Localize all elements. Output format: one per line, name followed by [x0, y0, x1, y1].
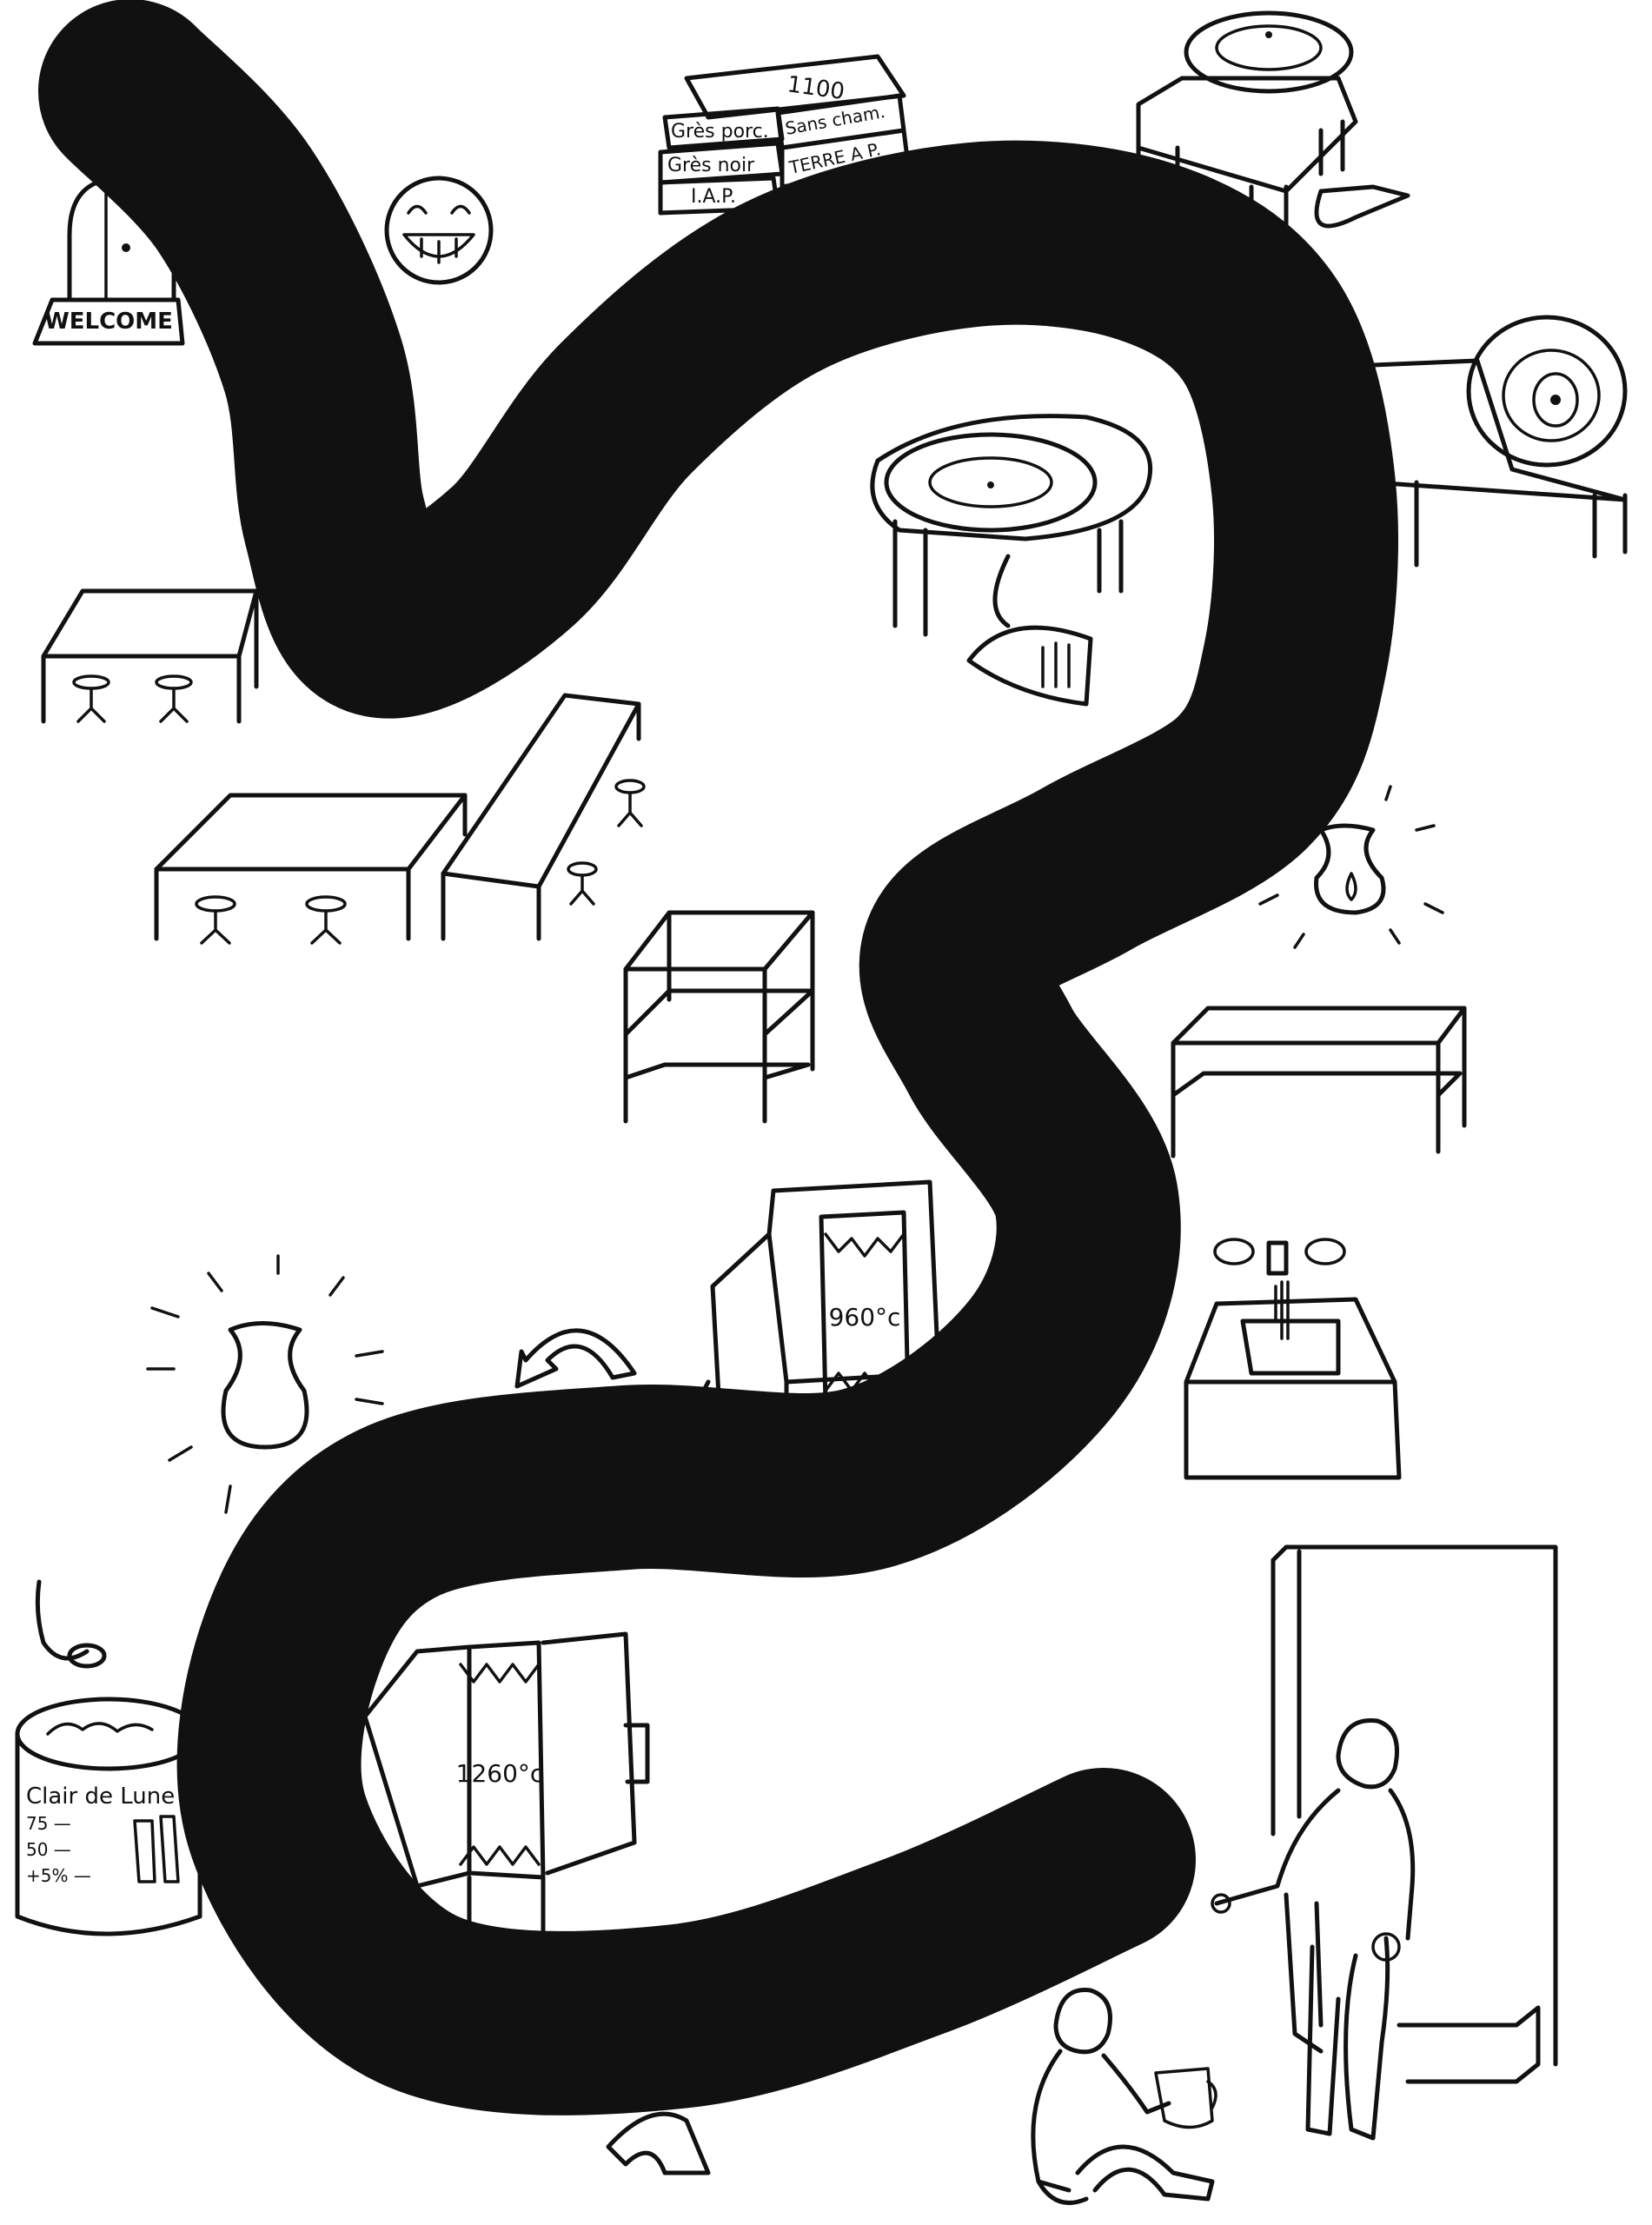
clay-slab-icon [606, 2111, 711, 2175]
glaze-bucket-line-2: 50 — [26, 1839, 71, 1860]
person-standing-icon [1211, 1718, 1416, 2141]
tables-with-stools-icon [154, 693, 646, 945]
square-18[interactable]: 18 [354, 1943, 447, 2029]
kiln-small-temperature: 960°c [829, 1303, 901, 1332]
curved-arrow-icon [514, 1328, 637, 1389]
glaze-bucket-name: Clair de Lune [26, 1783, 175, 1810]
square-4[interactable]: 4 [346, 618, 392, 703]
kiln-small-icon: 960°c [700, 1179, 941, 1445]
square-19[interactable]: 19 [645, 1952, 738, 2037]
square-8[interactable]: 8 [1211, 318, 1257, 403]
glaze-bucket-icon: Clair de Lune 75 — 50 — +5% — [15, 1579, 202, 1936]
glowing-pot-icon [1258, 776, 1444, 949]
square-divider [1135, 745, 1217, 906]
person-sitting-icon [1031, 1988, 1217, 2205]
square-divider [271, 1498, 408, 1617]
square-1[interactable]: 1 [129, 70, 175, 156]
square-6[interactable]: 6 [698, 301, 744, 386]
kiln-large-icon: 1260°c [362, 1631, 650, 1958]
square-divider [437, 501, 551, 642]
square-13[interactable]: 13 [1014, 1279, 1107, 1364]
square-11[interactable]: 11 [879, 905, 972, 990]
kiln-large-temperature: 1260°c [456, 1759, 544, 1788]
clay-bag-gres-porc: Grès porc. [671, 121, 769, 143]
square-divider [199, 244, 362, 322]
square-divider [832, 171, 886, 342]
doorway-icon [1271, 1544, 1558, 2084]
track-numbers: 1 2 3 4 5 6 7 8 9 10 11 12 13 14 15 16 1… [129, 70, 1322, 2037]
track [38, 0, 1398, 2115]
sink-icon [1184, 1238, 1402, 1480]
square-divider [959, 1314, 1091, 1438]
shelf-icon-2 [1171, 1006, 1467, 1159]
clay-bag-iap: I.A.P. [691, 186, 736, 208]
square-divider [632, 1930, 650, 2109]
square-divider [888, 886, 1032, 997]
square-12[interactable]: 12 [992, 1031, 1085, 1116]
square-20[interactable]: 20 [1023, 1813, 1116, 1898]
square-divider [1211, 614, 1389, 644]
clay-bag-gres-noir: Grès noir [667, 155, 755, 176]
square-10[interactable]: 10 [1110, 787, 1203, 873]
square-divider [248, 497, 421, 547]
clay-bag-1100: 1100 [786, 71, 846, 105]
square-divider [1199, 357, 1370, 413]
square-divider [807, 1396, 817, 1575]
square-17[interactable]: 17 [223, 1730, 316, 1816]
square-divider [589, 318, 713, 449]
pottery-wheel-icon-2 [1362, 315, 1628, 568]
square-divider [352, 1913, 448, 2066]
square-3[interactable]: 3 [307, 448, 353, 534]
square-16[interactable]: 16 [306, 1513, 399, 1598]
square-2[interactable]: 2 [294, 227, 340, 312]
welcome-mat-label: WELCOME [44, 309, 173, 335]
square-divider [182, 1777, 359, 1800]
square-7[interactable]: 7 [1028, 209, 1074, 295]
shelf-icon [623, 910, 815, 1124]
square-divider [557, 1392, 575, 1571]
pottery-wheel-icon [1136, 10, 1410, 281]
square-divider [846, 1876, 912, 2043]
square-divider [990, 1101, 1140, 1202]
glaze-bucket-line-1: 75 — [26, 1813, 71, 1834]
square-5[interactable]: 5 [507, 527, 553, 612]
table-icon [41, 588, 259, 724]
square-9[interactable]: 9 [1276, 514, 1322, 599]
smiley-face-icon [384, 176, 494, 285]
square-divider [1084, 153, 1122, 329]
glowing-pot-icon-2 [146, 1254, 384, 1514]
door-icon: WELCOME [32, 176, 185, 346]
square-14[interactable]: 14 [849, 1452, 942, 1538]
glaze-bucket-line-3: +5% — [26, 1865, 91, 1886]
square-15[interactable]: 15 [601, 1457, 694, 1542]
pottery-wheel-icon-center [870, 414, 1153, 707]
